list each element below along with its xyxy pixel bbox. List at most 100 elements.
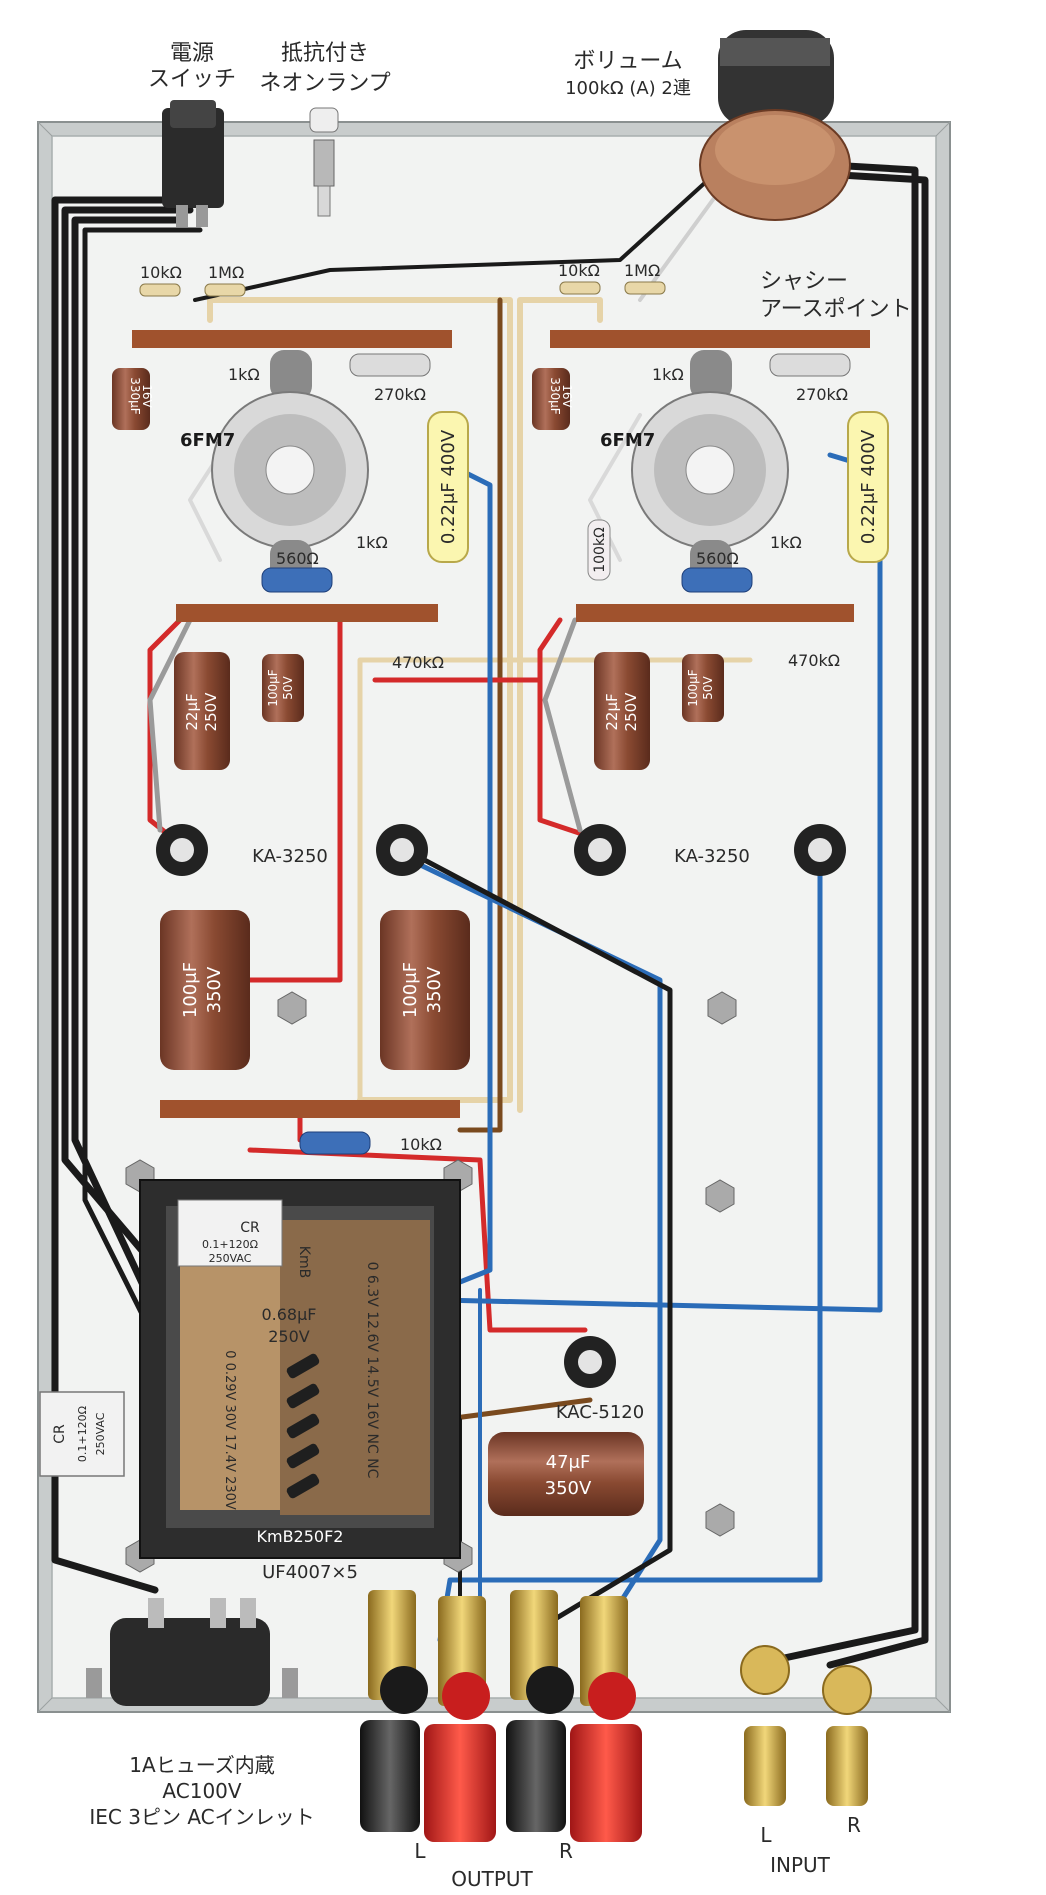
film-cap-left	[427, 411, 469, 563]
cap-47	[488, 1432, 644, 1516]
label-cr-top-2: 0.1+120Ω	[202, 1238, 258, 1251]
label-tr-secondary: 0 6.3V 12.6V 14.5V 16V NC NC	[364, 1262, 380, 1479]
resistor-270k-right	[769, 353, 851, 377]
resistor-1m-top-left	[204, 283, 246, 297]
rca-input-R[interactable]	[826, 1726, 868, 1806]
label-r1k-mid-right: 1kΩ	[770, 533, 802, 552]
label-film-left: 0.22μF 400V	[438, 429, 459, 544]
neon-lamp	[309, 107, 339, 217]
label-chassis-earth-2: アースポイント	[760, 297, 912, 322]
label-r470k-left: 470kΩ	[392, 653, 444, 672]
cap-330-right	[532, 368, 570, 430]
label-r270k-right: 270kΩ	[796, 385, 848, 404]
spk-term-L-black[interactable]	[360, 1720, 420, 1832]
resistors	[139, 281, 851, 1155]
label-power-switch-2: スイッチ	[148, 67, 236, 92]
ac-inlet	[86, 1598, 298, 1706]
label-cap100big2-1: 100μF	[400, 962, 421, 1018]
label-cap100big1-2: 350V	[204, 966, 225, 1013]
label-cap100big1-1: 100μF	[180, 962, 201, 1018]
label-r1m-tr: 1MΩ	[624, 261, 660, 280]
tube-socket-right	[631, 350, 789, 586]
label-kac: KAC-5120	[556, 1402, 644, 1423]
label-power-switch-1: 電源	[170, 41, 214, 66]
label-ka-left: KA-3250	[252, 846, 328, 867]
label-inlet-3: IEC 3ピン ACインレット	[89, 1805, 314, 1829]
label-inlet-2: AC100V	[162, 1779, 241, 1803]
label-inlet-1: 1Aヒューズ内蔵	[129, 1753, 274, 1777]
label-volume-1: ボリューム	[573, 49, 682, 74]
label-ka-right: KA-3250	[674, 846, 750, 867]
strip-mid-right	[576, 604, 854, 622]
strip-top-left	[132, 330, 452, 348]
cap-100-50v-left	[262, 654, 304, 722]
label-cap100s-right-1: 100μF	[686, 669, 700, 707]
label-cap22-right-1: 22μF	[603, 693, 621, 730]
label-r270k-left: 270kΩ	[374, 385, 426, 404]
cap-22-left	[174, 652, 230, 770]
cr-snubber-side	[39, 1391, 125, 1477]
label-r1k-top-left: 1kΩ	[228, 365, 260, 384]
electrolytic-caps	[112, 368, 724, 1516]
label-tr-brand: KmB	[296, 1246, 312, 1278]
label-cr-side-1: CR	[52, 1424, 68, 1444]
strip-mid-left	[176, 604, 438, 622]
label-chassis-earth-1: シャシー	[760, 269, 848, 294]
labels: 電源 スイッチ 抵抗付き ネオンランプ ボリューム 100kΩ (A) 2連 シ…	[52, 41, 912, 1891]
label-tube-left: 6FM7	[180, 430, 235, 451]
label-output: OUTPUT	[451, 1867, 533, 1891]
strip-bottom	[160, 1100, 460, 1118]
label-cap100big2-2: 350V	[424, 966, 445, 1013]
volume-pot[interactable]	[699, 30, 851, 221]
label-cr-top-1: CR	[240, 1220, 260, 1236]
label-film-right: 0.22μF 400V	[858, 429, 879, 544]
label-neon-1: 抵抗付き	[281, 41, 369, 66]
label-r10k-tl: 10kΩ	[140, 263, 182, 282]
label-input: INPUT	[770, 1853, 831, 1877]
label-cap22-left-1: 22μF	[183, 693, 201, 730]
power-switch[interactable]	[162, 100, 224, 227]
label-in-l: L	[760, 1823, 772, 1847]
spk-term-L-red[interactable]	[424, 1724, 496, 1842]
terminal-strips	[132, 330, 870, 1118]
resistor-270k-left	[349, 353, 431, 377]
label-out-r: R	[559, 1839, 573, 1863]
label-cap330-right-2: 16V	[560, 384, 574, 408]
label-r10k-bottom: 10kΩ	[400, 1135, 442, 1154]
label-tube-right: 6FM7	[600, 430, 655, 451]
diodes	[286, 1353, 320, 1499]
cap-100-350v-1	[160, 910, 250, 1070]
label-cr-side-2: 0.1+120Ω	[76, 1406, 89, 1462]
label-cap22-left-2: 250V	[202, 692, 220, 732]
label-cap100s-left-2: 50V	[281, 675, 295, 699]
film-cap-right	[847, 411, 889, 563]
label-tr-model: KmB250F2	[257, 1527, 344, 1546]
label-cap330-left-1: 330μF	[128, 377, 142, 415]
rca-input-L[interactable]	[744, 1726, 786, 1806]
transformer-holes	[156, 824, 846, 1388]
label-tr-primary: 0 0.29V 30V 17.4V 230V	[222, 1350, 237, 1510]
speaker-terminals	[360, 1590, 642, 1842]
label-volume-2: 100kΩ (A) 2連	[565, 78, 691, 99]
label-r470k-right: 470kΩ	[788, 651, 840, 670]
label-in-r: R	[847, 1813, 861, 1837]
resistor-560-right	[681, 567, 753, 593]
resistor-10k-bottom	[299, 1131, 371, 1155]
label-cap47-1: 47μF	[546, 1452, 591, 1473]
label-r100k: 100kΩ	[592, 527, 608, 573]
label-cap068-2: 250V	[268, 1327, 310, 1346]
strip-top-right	[550, 330, 870, 348]
cap-330-left	[112, 368, 150, 430]
label-r560-left: 560Ω	[276, 549, 319, 568]
label-cap330-left-2: 16V	[140, 384, 154, 408]
spk-term-R-black[interactable]	[506, 1720, 566, 1832]
label-cap47-2: 350V	[545, 1478, 592, 1499]
label-r1k-top-right: 1kΩ	[652, 365, 684, 384]
spk-term-R-red[interactable]	[570, 1724, 642, 1842]
label-out-l: L	[414, 1839, 426, 1863]
label-cap100s-left-1: 100μF	[266, 669, 280, 707]
label-cr-side-3: 250VAC	[94, 1412, 107, 1455]
label-cap330-right-1: 330μF	[548, 377, 562, 415]
cap-22-right	[594, 652, 650, 770]
